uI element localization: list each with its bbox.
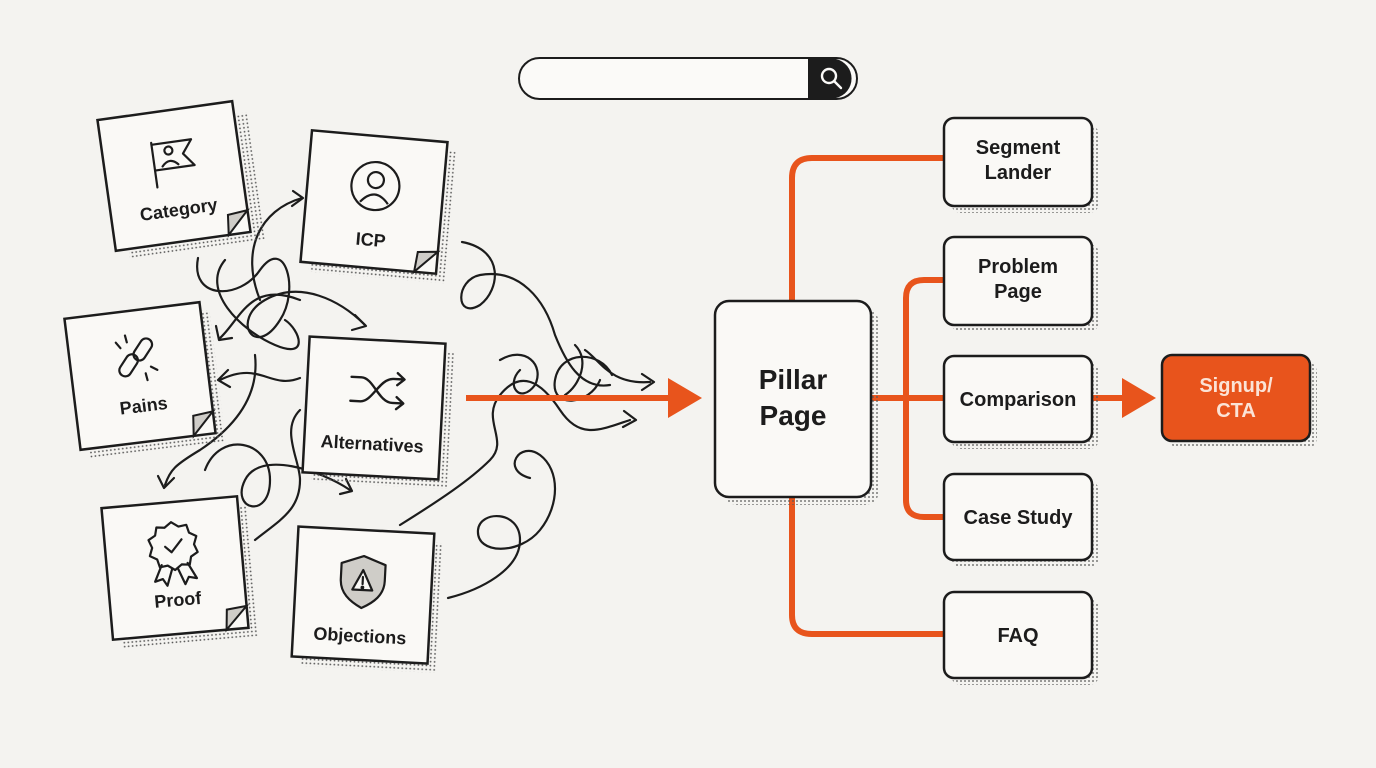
signup-cta-box: Signup/ CTA <box>1160 353 1317 448</box>
pillar-page-line1: Pillar <box>759 364 828 395</box>
problem-page-line1: Problem <box>978 256 1058 278</box>
note-objections-label: Objections <box>313 624 407 649</box>
segment-lander-line1: Segment <box>976 137 1061 159</box>
case-study-label: Case Study <box>964 507 1074 529</box>
note-alternatives: Alternatives <box>301 335 454 489</box>
flag-icon <box>150 138 196 189</box>
faq-box: FAQ <box>942 590 1099 685</box>
comparison-label: Comparison <box>960 389 1077 411</box>
pillar-connectors <box>789 155 947 637</box>
note-category: Category <box>96 99 265 258</box>
search-icon[interactable] <box>820 67 843 90</box>
user-circle-icon <box>350 160 401 212</box>
note-proof: Proof <box>100 494 259 648</box>
award-badge-icon <box>147 521 199 587</box>
signup-cta-line1: Signup/ <box>1199 375 1273 397</box>
scribble-arrows <box>156 189 656 600</box>
main-flow-arrow <box>466 378 702 418</box>
case-study-box: Case Study <box>942 472 1099 567</box>
problem-page-box: Problem Page <box>942 235 1099 332</box>
shuffle-icon <box>349 372 406 411</box>
pillar-page-box: Pillar Page <box>713 299 879 505</box>
note-proof-label: Proof <box>154 588 204 612</box>
pillar-page-line2: Page <box>760 400 827 431</box>
comparison-box: Comparison <box>942 354 1099 449</box>
problem-page-line2: Page <box>994 281 1042 303</box>
segment-lander-box: Segment Lander <box>942 116 1099 213</box>
search-bar[interactable] <box>518 57 858 100</box>
note-icp-label: ICP <box>355 229 387 252</box>
note-objections: Objections <box>290 525 443 673</box>
signup-cta-line2: CTA <box>1216 400 1256 422</box>
note-pains: Pains <box>63 300 226 458</box>
warning-shield-icon <box>339 554 387 610</box>
broken-link-icon <box>114 334 159 382</box>
cta-arrow <box>1092 378 1156 418</box>
note-icp: ICP <box>299 128 456 284</box>
segment-lander-line2: Lander <box>985 162 1052 184</box>
faq-label: FAQ <box>997 625 1038 647</box>
